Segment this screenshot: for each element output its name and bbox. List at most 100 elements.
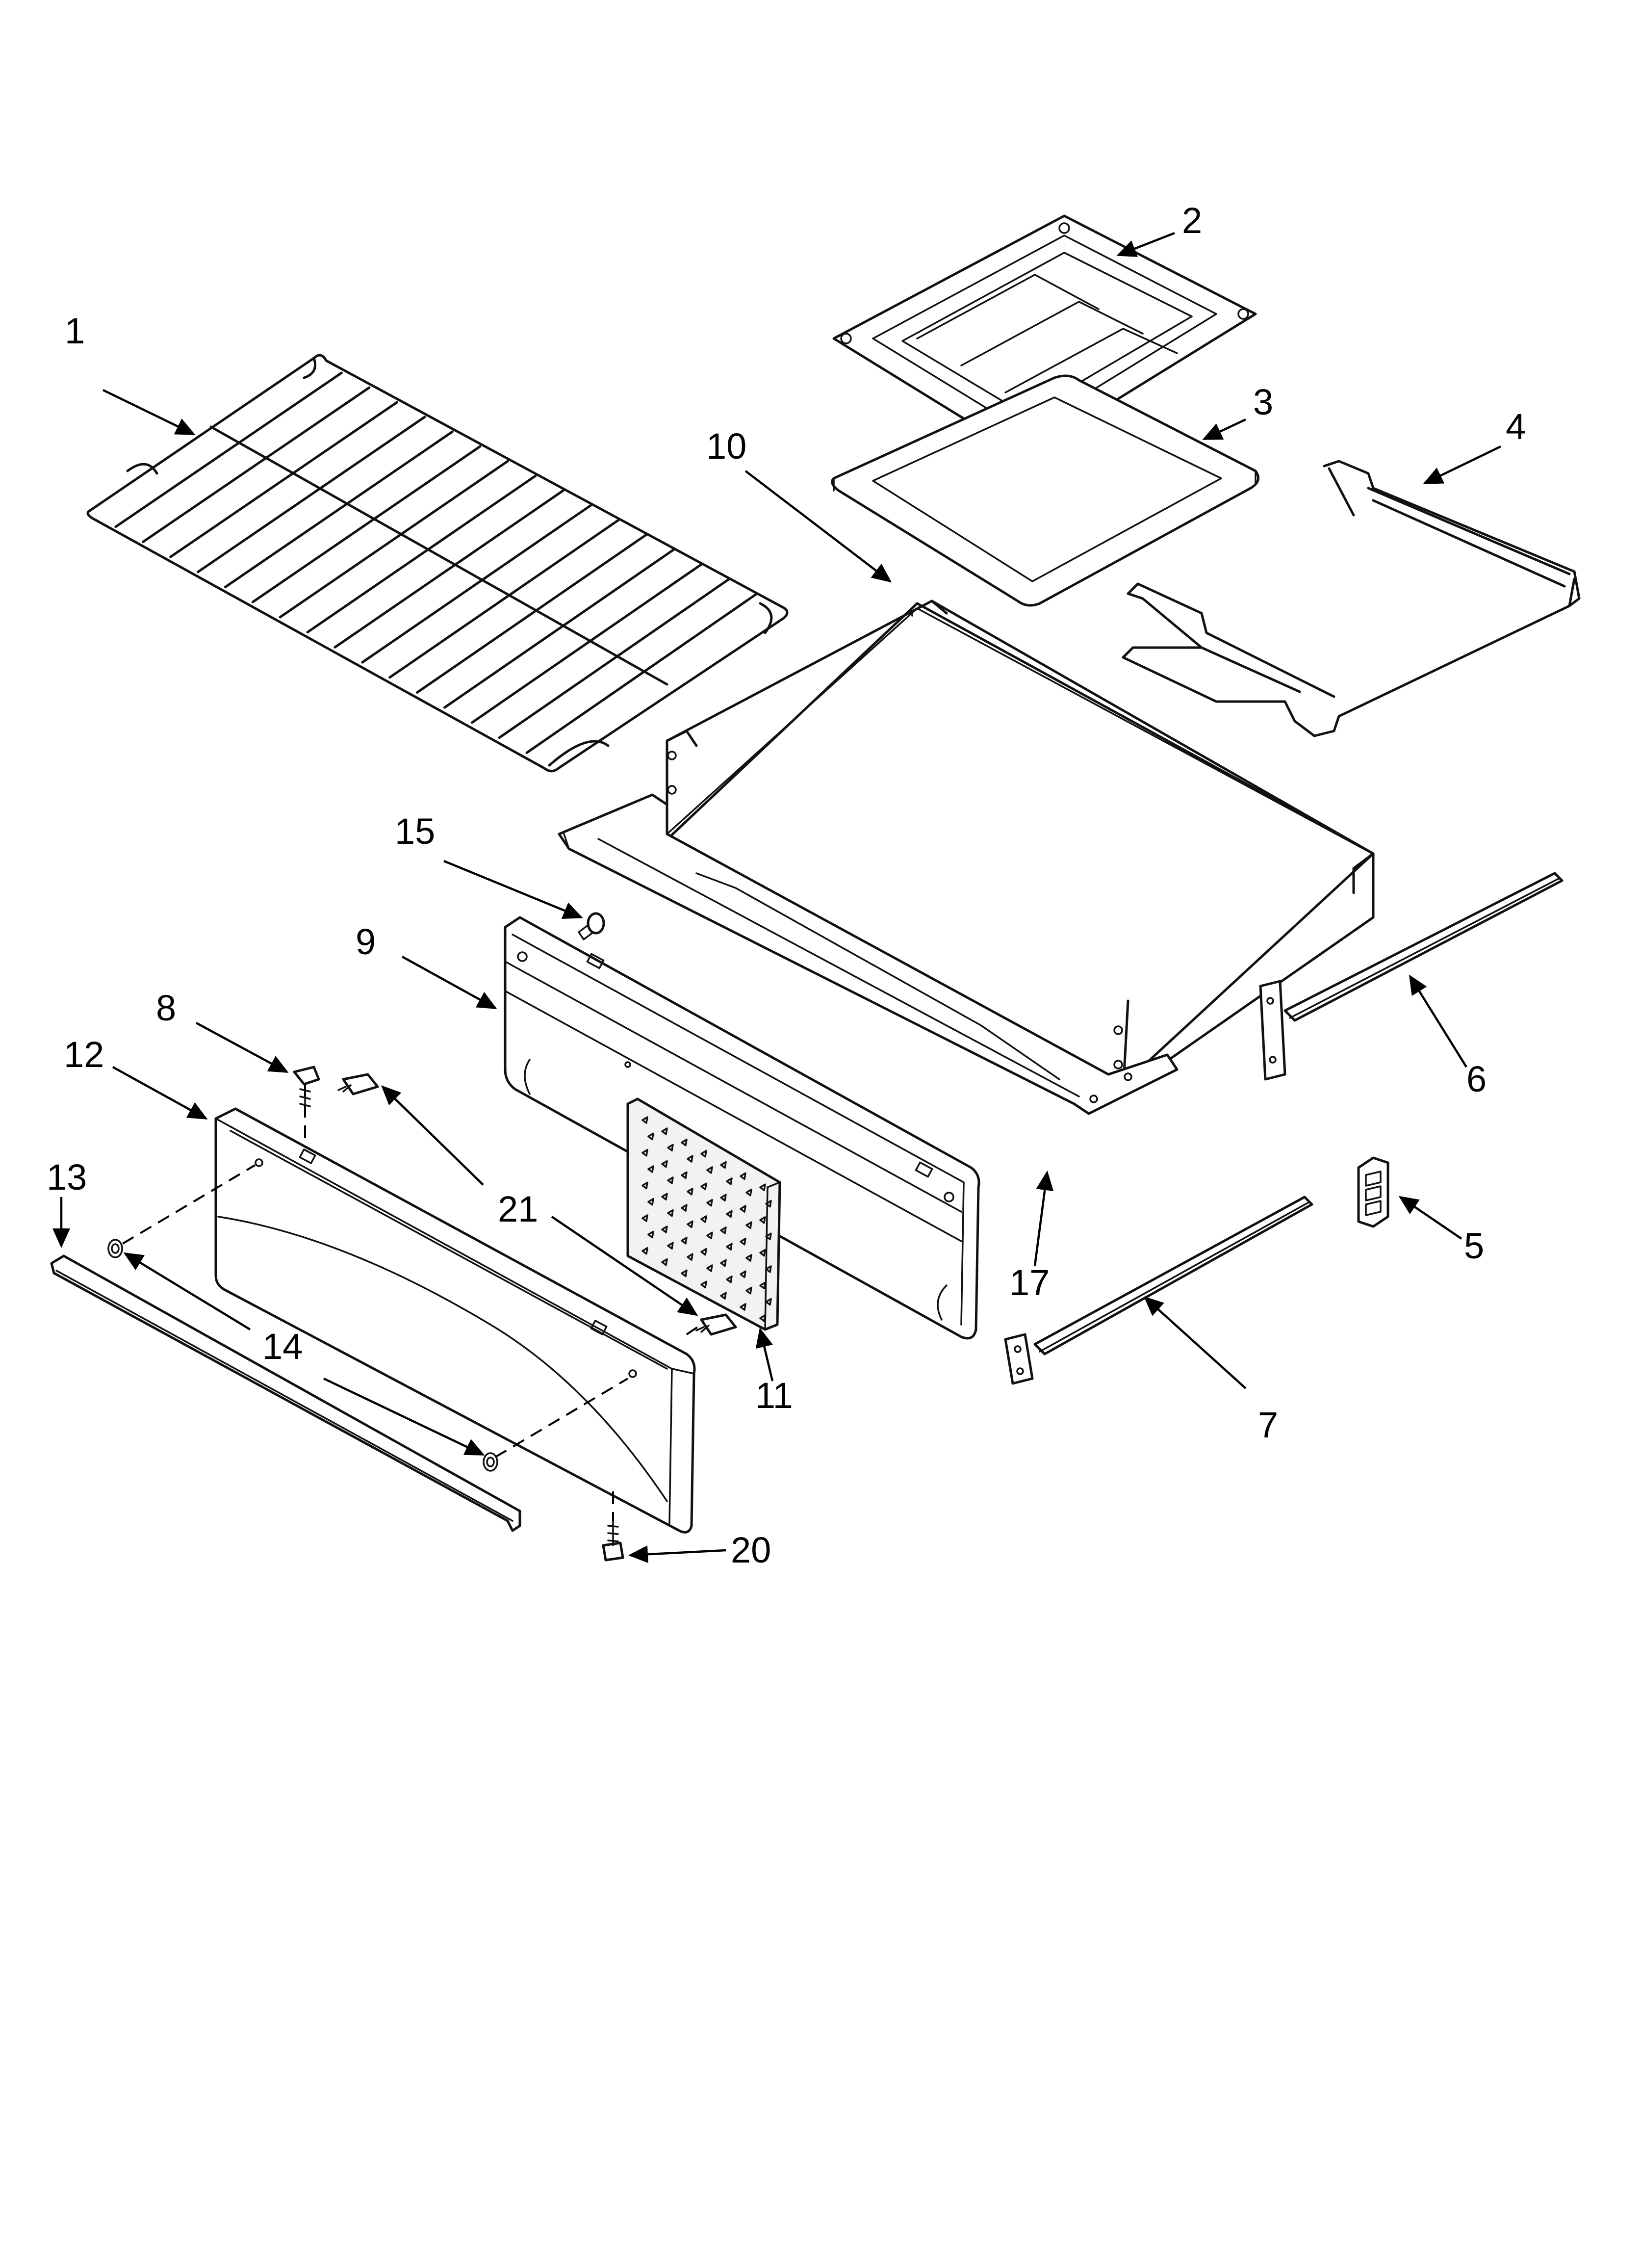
insulation-speck	[661, 1225, 668, 1233]
insulation-speck	[681, 1171, 688, 1179]
insulation-speck	[706, 1231, 713, 1240]
insulation-speck	[661, 1127, 668, 1135]
insulation-speck	[745, 1286, 752, 1295]
insulation-speck	[720, 1161, 727, 1169]
callout-5: 5	[1464, 1225, 1484, 1266]
callout-20: 20	[731, 1530, 771, 1570]
part-6-right-slide-rail	[1259, 872, 1564, 1081]
part-15-screw	[578, 912, 605, 940]
callout-1: 1	[65, 311, 85, 351]
part-11-insulation	[626, 1097, 781, 1331]
insulation-speck	[667, 1176, 674, 1184]
rack-wire	[470, 563, 703, 724]
insulation-speck	[661, 1160, 668, 1168]
rack-wire	[142, 386, 371, 543]
part-14-washers	[107, 1239, 498, 1472]
insulation-speck	[740, 1237, 746, 1246]
part-5-clip	[1357, 1156, 1389, 1228]
insulation-speck	[647, 1198, 654, 1206]
insulation-speck	[726, 1177, 733, 1185]
insulation-speck	[647, 1165, 654, 1173]
insulation-speck	[667, 1242, 674, 1250]
insulation-speck	[765, 1265, 772, 1273]
insulation-speck	[687, 1155, 693, 1163]
callout-13: 13	[47, 1157, 87, 1198]
insulation-speck	[759, 1281, 766, 1289]
insulation-speck	[661, 1258, 668, 1266]
insulation-speck	[706, 1199, 713, 1207]
rack-wire	[388, 519, 620, 679]
insulation-speck	[759, 1183, 766, 1191]
part-21-studs	[337, 1073, 737, 1336]
insulation-speck	[765, 1232, 772, 1240]
insulation-speck	[706, 1264, 713, 1272]
rack-wire	[443, 548, 675, 709]
callout-6: 6	[1466, 1059, 1487, 1099]
rack-wire	[114, 371, 343, 528]
insulation-speck	[647, 1132, 654, 1141]
insulation-speck	[641, 1181, 648, 1190]
insulation-speck	[641, 1149, 648, 1157]
part-12-outer-panel	[214, 1107, 696, 1534]
insulation-speck	[745, 1221, 752, 1229]
insulation-speck	[745, 1254, 752, 1262]
part-13-bottom-trim	[50, 1254, 521, 1532]
insulation-speck	[720, 1259, 727, 1267]
rack-wire	[361, 504, 592, 664]
insulation-speck	[667, 1144, 674, 1152]
part-3-broiler-pan	[831, 374, 1260, 607]
insulation-speck	[647, 1230, 654, 1239]
part-20-screw	[602, 1520, 624, 1562]
callout-11: 11	[755, 1375, 793, 1416]
callout-17: 17	[1009, 1262, 1050, 1303]
callout-7: 7	[1258, 1405, 1278, 1445]
callout-12: 12	[64, 1034, 104, 1075]
rack-wire	[498, 577, 731, 739]
callout-10: 10	[706, 426, 746, 467]
part-7-left-slide-rail	[1004, 1196, 1313, 1385]
insulation-speck	[740, 1303, 746, 1311]
insulation-speck	[759, 1314, 766, 1322]
insulation-speck	[765, 1199, 772, 1208]
insulation-speck	[726, 1210, 733, 1218]
insulation-speck	[720, 1292, 727, 1300]
insulation-speck	[740, 1270, 746, 1278]
insulation-speck	[745, 1188, 752, 1197]
insulation-speck	[687, 1253, 693, 1261]
insulation-speck	[667, 1209, 674, 1217]
insulation-speck	[641, 1214, 648, 1222]
insulation-speck	[720, 1194, 727, 1201]
insulation-speck	[681, 1139, 688, 1147]
callout-14: 14	[262, 1326, 303, 1367]
callout-9: 9	[356, 921, 376, 962]
part-8-screw	[293, 1066, 320, 1110]
leader-lines	[52, 232, 1501, 1564]
rack-wire	[169, 401, 398, 558]
insulation-speck	[700, 1248, 707, 1256]
insulation-speck	[740, 1205, 746, 1213]
insulation-speck	[726, 1276, 733, 1283]
insulation-speck	[661, 1193, 668, 1201]
part-1-oven-rack	[86, 354, 789, 773]
part-2-broiler-pan-grid	[832, 214, 1257, 458]
rack-wire	[197, 416, 426, 574]
part-4-wire-bracket	[1122, 460, 1581, 737]
insulation-speck	[726, 1243, 733, 1251]
insulation-speck	[759, 1216, 766, 1224]
callout-15: 15	[395, 811, 435, 852]
rack-wire	[416, 533, 648, 694]
rack-wire	[525, 592, 759, 754]
insulation-speck	[681, 1204, 688, 1212]
rack-wire	[251, 445, 482, 603]
insulation-speck	[700, 1280, 707, 1289]
insulation-speck	[720, 1226, 727, 1234]
callout-21: 21	[498, 1189, 538, 1229]
rack-wire	[334, 489, 564, 649]
rack-wire	[279, 460, 509, 619]
callout-3: 3	[1253, 382, 1273, 422]
alignment-lines	[122, 1084, 702, 1521]
insulation-speck	[759, 1249, 766, 1257]
callout-2: 2	[1182, 200, 1202, 241]
insulation-speck	[740, 1172, 746, 1180]
